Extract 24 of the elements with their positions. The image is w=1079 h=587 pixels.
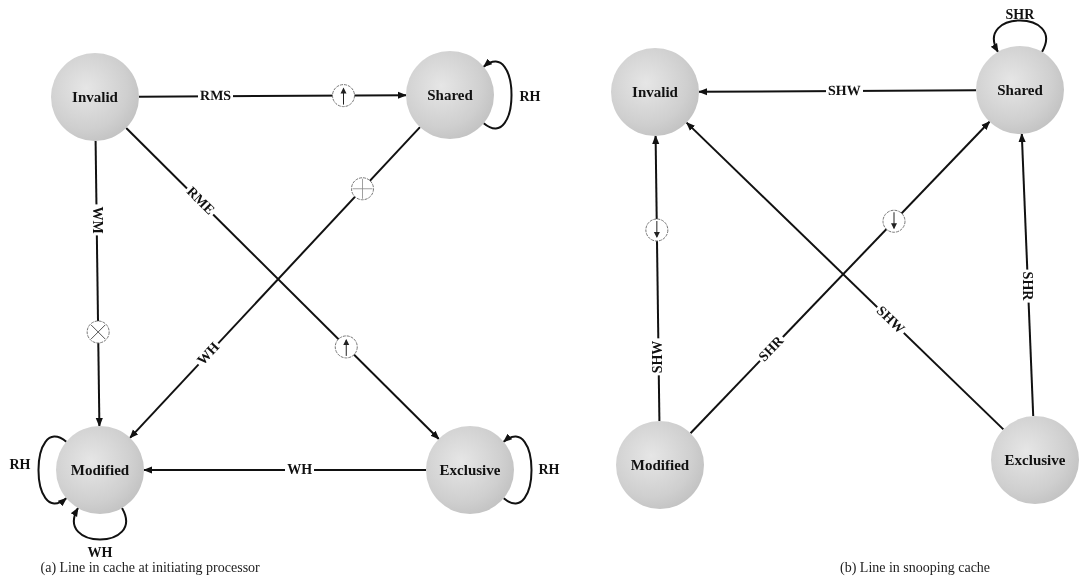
subfigure-caption: (a) Line in cache at initiating processor <box>40 560 260 576</box>
transition-arrow <box>94 140 103 427</box>
edge-label: SHR <box>1005 7 1035 23</box>
subfigure-caption: (b) Line in snooping cache <box>840 560 991 576</box>
self-loop-arrow <box>991 19 1047 53</box>
state-name: Exclusive <box>1004 451 1066 469</box>
edge-label: WH <box>87 545 113 561</box>
edge-label: RH <box>538 462 560 478</box>
state-circle <box>56 426 144 514</box>
self-loop-arrow <box>482 59 513 130</box>
self-loop-arrow <box>502 434 533 505</box>
self-loop-arrow <box>71 507 127 541</box>
transition-arrow <box>1018 132 1035 418</box>
state-name: Exclusive <box>439 461 501 479</box>
self-loop-arrow <box>37 435 68 506</box>
state-name: Invalid <box>632 83 678 101</box>
state-name: Modified <box>630 456 690 474</box>
state-name: Shared <box>997 81 1043 99</box>
edge-label: RH <box>9 457 31 473</box>
state-name: Invalid <box>72 88 118 106</box>
state-name: Modified <box>70 461 130 479</box>
transition-arrow <box>143 466 427 474</box>
state-name: Shared <box>427 86 473 104</box>
edge-label: RH <box>519 89 541 105</box>
